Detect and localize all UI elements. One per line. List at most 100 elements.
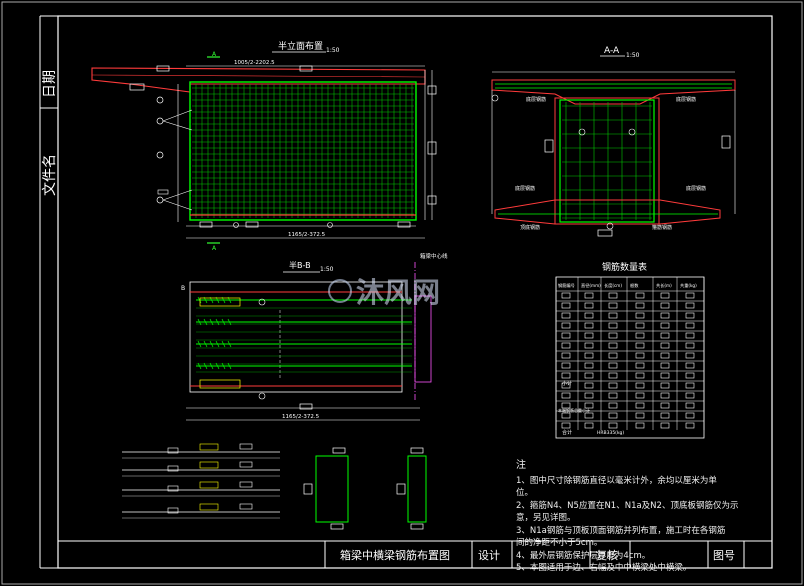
table-cell-box [635, 412, 645, 419]
table-header-1: 直径(mm) [581, 282, 601, 288]
table-cell-box [584, 422, 594, 429]
note-line-3: 2、箍筋N4、N5应置在N1、N1a及N2、顶底板钢筋仅为示 [516, 500, 739, 511]
table-summary-row-1: 小计 [562, 380, 572, 387]
bar-detail-tag-box [167, 447, 179, 454]
bar-detail-tag-box [167, 507, 179, 514]
table-cell-box [584, 362, 594, 369]
aa-label-bottom-right-1: 底层钢筋 [686, 185, 706, 192]
table-cell-box [608, 322, 618, 329]
table-cell-box [685, 422, 695, 429]
table-cell-box [635, 362, 645, 369]
table-cell-box [561, 312, 571, 319]
aa-label-bottom-left-1: 底层钢筋 [515, 185, 535, 192]
table-cell-box [584, 372, 594, 379]
cut-label-a-bottom: A [212, 245, 217, 252]
section-a-a-view: A-A 1:50 底层钢筋 底层钢筋 底层钢筋 顶底钢筋 底层钢筋 箍筋钢筋 [491, 46, 736, 237]
elevation-bottom-dimension: 1165/2-372.5 [288, 232, 326, 238]
table-cell-box [685, 312, 695, 319]
elevation-top-dimension: 1005/2-2202.5 [234, 60, 275, 66]
table-cell-box [608, 302, 618, 309]
table-cell-box [660, 382, 670, 389]
section-b-b-view: 半B-B 1:50 箱梁中心线 1165/2-372.5 B [181, 252, 448, 421]
table-cell-box [660, 392, 670, 399]
table-cell-box [635, 292, 645, 299]
table-cell-box [635, 422, 645, 429]
table-cell-box [685, 362, 695, 369]
title-block: 箱梁中横梁钢筋布置图 设计 复核 图号 [58, 540, 772, 568]
table-cell-box [685, 322, 695, 329]
table-cell-box [635, 402, 645, 409]
table-cell-box [584, 382, 594, 389]
bb-hook-mark [215, 340, 220, 348]
table-cell-box [584, 312, 594, 319]
centerline-label: 箱梁中心线 [420, 252, 448, 260]
bb-hook-mark [209, 340, 214, 348]
table-cell-box [660, 422, 670, 429]
table-cell-box [660, 352, 670, 359]
table-cell-box [660, 302, 670, 309]
table-cell-box [561, 342, 571, 349]
table-cell-box [561, 392, 571, 399]
review-label: 复核 [596, 548, 618, 562]
table-total-value: HRB335(kg) [597, 430, 624, 436]
table-cell-box [685, 402, 695, 409]
cut-label-a-top: A [212, 51, 217, 58]
watermark-logo-icon [328, 279, 352, 303]
bar-detail-tag-box [167, 485, 179, 492]
rebar-table-title: 钢筋数量表 [602, 261, 647, 273]
bar-detail-label-box [199, 461, 219, 469]
table-cell-box [584, 352, 594, 359]
table-cell-box [584, 412, 594, 419]
table-cell-box [584, 292, 594, 299]
table-header-2: 长度(cm) [604, 282, 622, 289]
section-bb-dimension: 1165/2-372.5 [282, 414, 320, 420]
table-cell-box [635, 332, 645, 339]
note-line-7: 4、最外层钢筋保护层厚度为4cm。 [516, 550, 651, 561]
table-cell-box [608, 362, 618, 369]
table-cell-box [635, 342, 645, 349]
elevation-scale: 1:50 [326, 47, 340, 54]
section-aa-title: A-A [604, 46, 620, 56]
aa-label-bottom-right-2: 箍筋钢筋 [652, 224, 672, 231]
drawing-title: 箱梁中横梁钢筋布置图 [340, 548, 450, 562]
half-elevation-view: 半立面布置 1:50 1005/2-2202.5 A [91, 40, 437, 252]
notes-block: 注 1、图中尺寸除钢筋直径以毫米计外，余均以厘米为单 位。 2、箍筋N4、N5应… [516, 460, 739, 575]
table-cell-box [584, 342, 594, 349]
table-cell-box [608, 372, 618, 379]
table-cell-box [635, 312, 645, 319]
table-cell-box [685, 292, 695, 299]
bar-detail-tag-box [239, 481, 253, 488]
table-cell-box [635, 382, 645, 389]
note-line-2: 位。 [516, 488, 534, 498]
table-cell-box [685, 412, 695, 419]
section-aa-scale: 1:50 [626, 52, 640, 59]
watermark-text: 沐风网 [356, 276, 440, 309]
note-line-6: 间的净距不小于5cm。 [516, 538, 603, 548]
side-label-filename: 文件名 [42, 154, 58, 196]
bar-detail-tag-box [239, 503, 253, 510]
table-cell-box [685, 342, 695, 349]
table-cell-box [608, 292, 618, 299]
table-cell-box [635, 372, 645, 379]
table-header-3: 根数 [630, 282, 639, 289]
bb-hook-mark [221, 340, 226, 348]
table-cell-box [660, 372, 670, 379]
table-cell-box [561, 302, 571, 309]
table-cell-box [584, 402, 594, 409]
note-line-4: 意，另见详图。 [516, 513, 576, 523]
table-total-label: 合计 [562, 429, 572, 436]
table-cell-box [608, 332, 618, 339]
elevation-title: 半立面布置 [278, 40, 323, 52]
bb-hook-mark [203, 340, 208, 348]
table-cell-box [584, 392, 594, 399]
section-bb-scale: 1:50 [320, 266, 334, 273]
table-cell-box [685, 332, 695, 339]
table-cell-box [685, 392, 695, 399]
rebar-quantity-table: 钢筋数量表 钢筋编号 直径(mm) 长度(cm) 根数 共长(m) 共重(kg)… [555, 261, 705, 439]
table-summary-row-2: 本端钢筋总重小计 [558, 407, 590, 413]
table-cell-box [685, 382, 695, 389]
table-cell-box [660, 342, 670, 349]
table-cell-box [561, 352, 571, 359]
note-line-1: 1、图中尺寸除钢筋直径以毫米计外，余均以厘米为单 [516, 475, 717, 486]
